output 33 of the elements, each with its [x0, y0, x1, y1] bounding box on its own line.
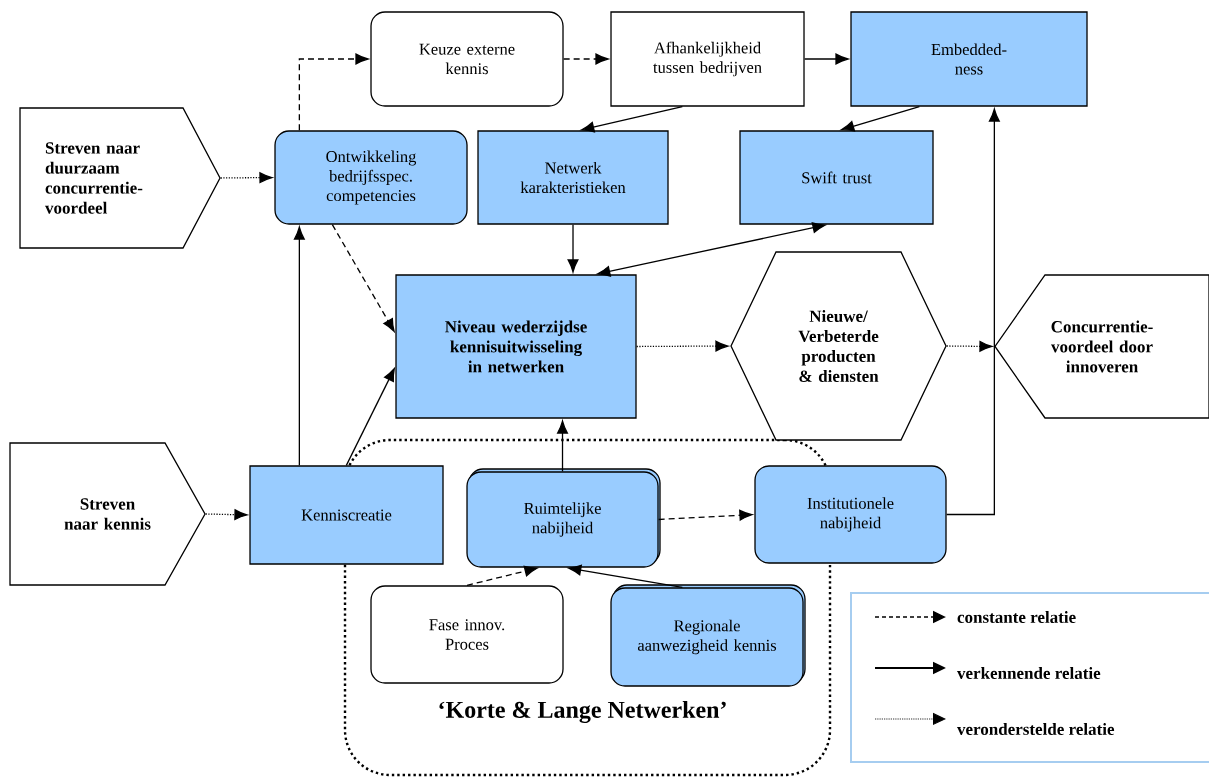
process-box: Embedded-ness: [850, 11, 1088, 107]
arrow: [331, 224, 395, 332]
legend-text: constante relatie: [957, 611, 1076, 623]
arrow: [567, 224, 579, 273]
arrow: [298, 53, 369, 131]
process-box: Regionale aanwezigheid kennis: [610, 584, 806, 687]
arrow: [946, 108, 1000, 516]
arrow: [563, 53, 609, 65]
process-box: Institutionele nabijheid: [754, 465, 947, 564]
arrow: [636, 340, 729, 352]
arrow: [841, 106, 920, 132]
arrow: [597, 222, 826, 277]
arrow: [345, 368, 395, 466]
process-box: Swift trust: [739, 130, 934, 225]
arrow: [205, 509, 248, 521]
arrow: [293, 226, 305, 466]
process-box: Ontwikkeling bedrijfsspec. competencies: [274, 130, 468, 225]
process-box: Netwerk karakteristieken: [477, 130, 669, 225]
arrow: [557, 420, 568, 472]
process-box: Kenniscreatie: [249, 465, 444, 565]
arrow: [220, 172, 273, 184]
hexagon: Nieuwe/ Verbeterde producten & diensten: [730, 251, 947, 441]
arrow: [658, 509, 753, 521]
process-box: Ruimtelijke nabijheid: [466, 468, 661, 568]
arrow: [581, 106, 683, 133]
legend-text: veronderstelde relatie: [957, 723, 1115, 735]
process-box: Keuze externe kennis: [370, 11, 564, 107]
process-box: Niveau wederzijdse kennisuitwisseling in netwerken: [395, 274, 637, 419]
arrow: [946, 340, 993, 352]
arrow: [804, 53, 849, 65]
process-box: Afhankelijkheid tussen bedrijven: [610, 11, 805, 107]
process-box: Fase innov. Proces: [370, 585, 564, 684]
legend-text: verkennende relatie: [957, 667, 1101, 679]
